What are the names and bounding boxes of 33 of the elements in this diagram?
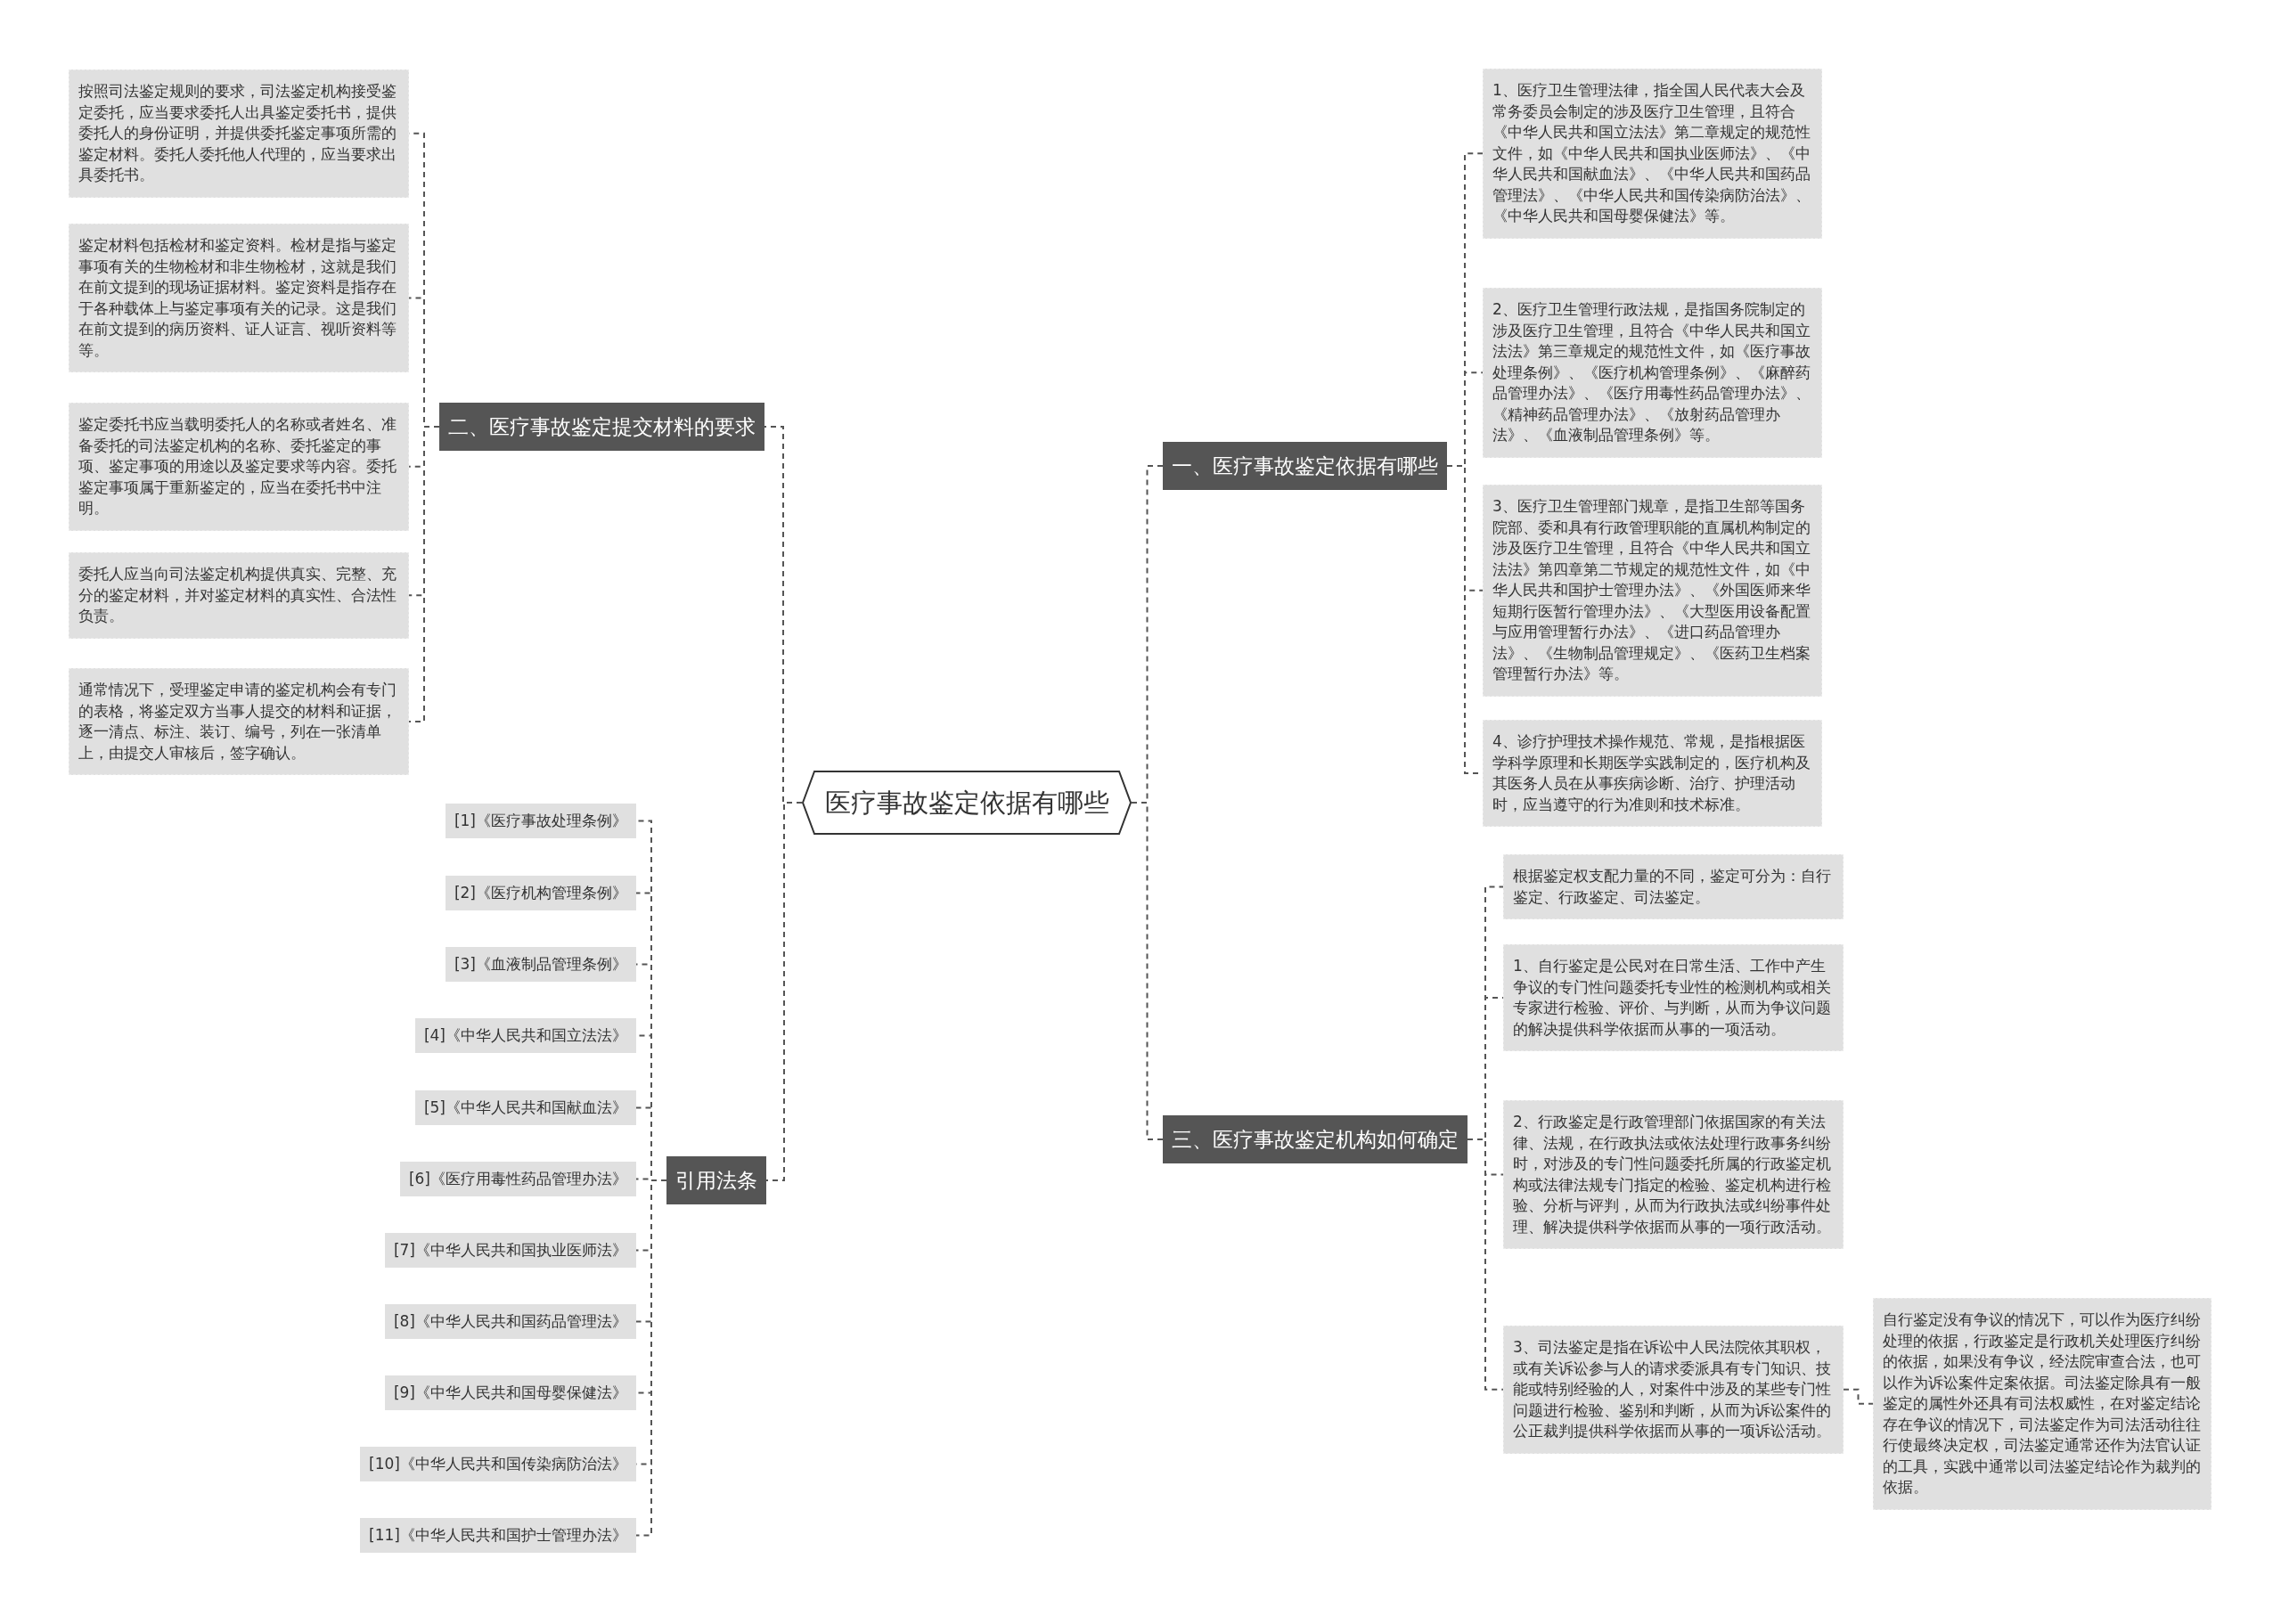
branch-box: 二、医疗事故鉴定提交材料的要求: [439, 403, 764, 451]
text-box: 通常情况下，受理鉴定申请的鉴定机构会有专门的表格，将鉴定双方当事人提交的材料和证据，逐一清点、标注、装订、编号，列在一张清单上，由提交人审核后，签字确认。: [69, 668, 409, 775]
text-box: 2、行政鉴定是行政管理部门依据国家的有关法律、法规，在行政执法或依法处理行政事务纠纷时，对涉及的专门性问题委托所属的行政鉴定机构或法律法规专门指定的检验、鉴定机构进行检验、分析与评判，从而为行政执法或纠纷事件处理、解决提供科学依据而从事的一项行政活动。: [1503, 1100, 1844, 1249]
text-box: 1、自行鉴定是公民对在日常生活、工作中产生争议的专门性问题委托专业性的检测机构或相关专家进行检验、评价、与判断，从而为争议问题的解决提供科学依据而从事的一项活动。: [1503, 944, 1844, 1051]
text-box: 3、医疗卫生管理部门规章，是指卫生部等国务院部、委和具有行政管理职能的直属机构制定的涉及医疗卫生管理，且符合《中华人民共和国立法法》第四章第二节规定的规范性文件，如《中华人民共和国护士管理办法》、《外国医师来华短期行医暂行管理办法》、《大型医用设备配置与应用管理暂行办法》、《进口药品管理办法》、《生物制品管理规定》、《医药卫生档案管理暂行办法》等。: [1483, 485, 1822, 697]
text-box: 按照司法鉴定规则的要求，司法鉴定机构接受鉴定委托，应当要求委托人出具鉴定委托书，提供委托人的身份证明，并提供委托鉴定事项所需的鉴定材料。委托人委托他人代理的，应当要求出具委托书。: [69, 69, 409, 198]
reference-box: [8]《中华人民共和国药品管理法》: [384, 1304, 636, 1339]
connector-line: [408, 426, 440, 722]
text-box: 根据鉴定权支配力量的不同，鉴定可分为：自行鉴定、行政鉴定、司法鉴定。: [1503, 854, 1844, 919]
reference-box: [11]《中华人民共和国护士管理办法》: [360, 1518, 636, 1553]
reference-box: [10]《中华人民共和国传染病防治法》: [360, 1447, 636, 1481]
text-box: 3、司法鉴定是指在诉讼中人民法院依其职权，或有关诉讼参与人的请求委派具有专门知识、技能或特别经验的人，对案件中涉及的某些专门性问题进行检验、鉴别和判断，从而为诉讼案件的公正裁判提供科学依据而从事的一项诉讼活动。: [1503, 1326, 1844, 1454]
reference-box: [2]《医疗机构管理条例》: [445, 876, 636, 910]
text-box: 鉴定委托书应当载明委托人的名称或者姓名、准备委托的司法鉴定机构的名称、委托鉴定的事项、鉴定事项的用途以及鉴定要求等内容。委托鉴定事项属于重新鉴定的，应当在委托书中注明。: [69, 403, 409, 531]
reference-box: [6]《医疗用毒性药品管理办法》: [399, 1162, 636, 1196]
reference-box: [9]《中华人民共和国母婴保健法》: [384, 1375, 636, 1410]
reference-box: [1]《医疗事故处理条例》: [445, 804, 636, 838]
branch-box: 一、医疗事故鉴定依据有哪些: [1163, 442, 1447, 490]
reference-box: [5]《中华人民共和国献血法》: [414, 1090, 636, 1125]
connector-line: [1843, 1388, 1874, 1405]
branch-box: 引用法条: [666, 1156, 766, 1204]
text-box: 自行鉴定没有争议的情况下，可以作为医疗纠纷处理的依据，行政鉴定是行政机关处理医疗纠纷的依据，如果没有争议，经法院审查合法，也可以作为诉讼案件定案依据。司法鉴定除具有一般鉴定的属性外还具有司法权威性，在对鉴定结论存在争议的情况下，司法鉴定作为司法活动往往行使最终决定权，司法鉴定通常还作为法官认证的工具，实践中通常以司法鉴定结论作为裁判的依据。: [1873, 1298, 2212, 1510]
connector-line: [1467, 1138, 1504, 1391]
text-box: 4、诊疗护理技术操作规范、常规，是指根据医学科学原理和长期医学实践制定的，医疗机构及其医务人员在从事疾病诊断、治疗、护理活动时，应当遵守的行为准则和技术标准。: [1483, 720, 1822, 827]
reference-box: [3]《血液制品管理条例》: [445, 947, 636, 982]
text-box: 1、医疗卫生管理法律，指全国人民代表大会及常务委员会制定的涉及医疗卫生管理，且符合《中华人民共和国立法法》第二章规定的规范性文件，如《中华人民共和国执业医师法》、《中华人民共和国献血法》、《中华人民共和国药品管理法》、《中华人民共和国传染病防治法》、《中华人民共和国母婴保健法》等。: [1483, 69, 1822, 239]
text-box: 鉴定材料包括检材和鉴定资料。检材是指与鉴定事项有关的生物检材和非生物检材，这就是我们在前文提到的现场证据材料。鉴定资料是指存在于各种载体上与鉴定事项有关的记录。这是我们在前文提到的病历资料、证人证言、视听资料等等。: [69, 224, 409, 372]
reference-box: [4]《中华人民共和国立法法》: [414, 1018, 636, 1053]
text-box: 2、医疗卫生管理行政法规，是指国务院制定的涉及医疗卫生管理，且符合《中华人民共和国立法法》第三章规定的规范性文件，如《医疗事故处理条例》、《医疗机构管理条例》、《麻醉药品管理办法》、《医疗用毒性药品管理办法》、《精神药品管理办法》、《放射药品管理办法》、《血液制品管理条例》等。: [1483, 288, 1822, 458]
reference-box: [7]《中华人民共和国执业医师法》: [384, 1233, 636, 1268]
text-box: 委托人应当向司法鉴定机构提供真实、完整、充分的鉴定材料，并对鉴定材料的真实性、合法性负责。: [69, 552, 409, 639]
branch-box: 三、医疗事故鉴定机构如何确定: [1163, 1115, 1468, 1163]
topic-hexagon: 医疗事故鉴定依据有哪些: [802, 771, 1132, 835]
